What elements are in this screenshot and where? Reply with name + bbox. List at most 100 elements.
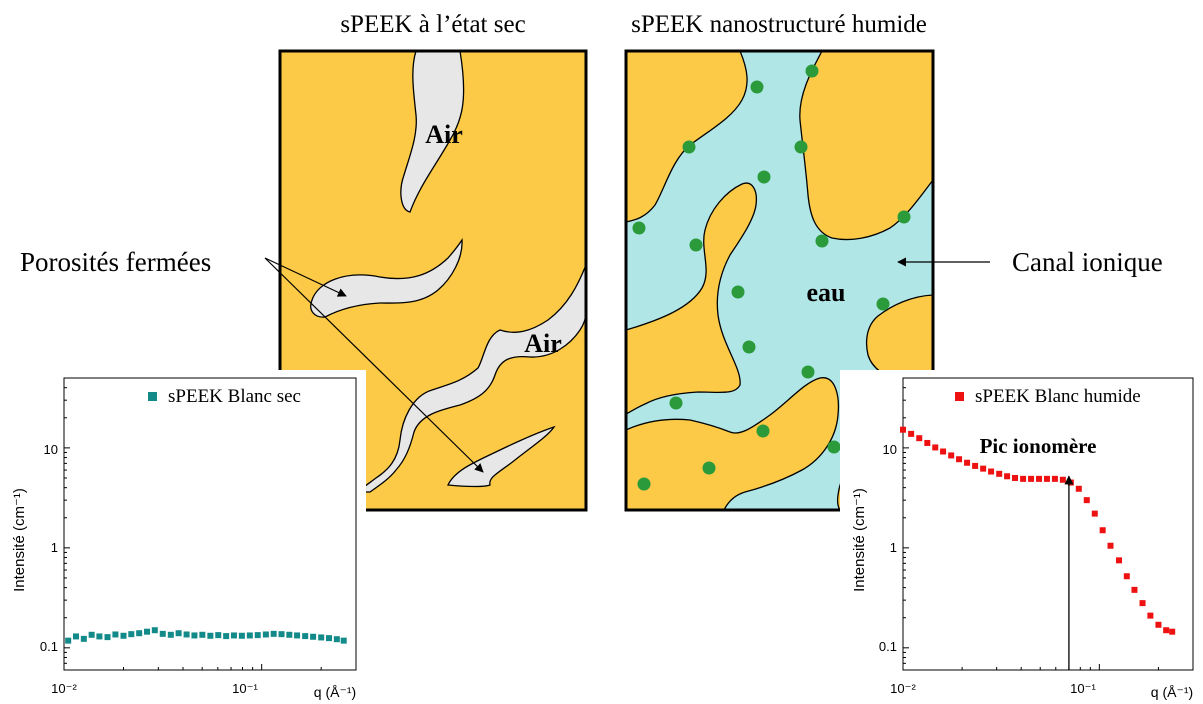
ion-dot (801, 365, 815, 379)
chart-dry-y-tick-3: 10 (44, 442, 58, 457)
wet-panel-border (624, 49, 935, 512)
chart-wet-data-point (996, 470, 1003, 477)
wet-title: sPEEK nanostructuré humide (631, 11, 927, 38)
chart-wet-data-point (1075, 485, 1082, 492)
ion-dot (731, 285, 745, 299)
closed-pores-arrow-2 (264, 257, 484, 473)
chart-wet-data-point (980, 465, 987, 472)
chart-wet-data-point (1059, 476, 1066, 483)
dry-title: sPEEK à l’état sec (340, 11, 525, 38)
chart-dry: 10⁻² 10⁻¹ 0.1 1 10 q (Å⁻¹) Intensité (cm… (0, 370, 366, 704)
chart-wet-data-point (1012, 474, 1019, 481)
chart-wet-data-point (1116, 557, 1123, 564)
chart-dry-data-point (112, 631, 119, 638)
ion-dots (632, 64, 911, 491)
chart-wet-x-tick-1: 10⁻² (890, 681, 916, 696)
chart-wet-data-point (1139, 600, 1146, 607)
ion-dot (669, 396, 683, 410)
ion-dot (756, 424, 770, 438)
chart-wet-x-tick-2: 10⁻¹ (1070, 681, 1096, 696)
chart-wet-data-point (1028, 475, 1035, 482)
chart-dry-data-point (278, 631, 285, 638)
chart-wet-data-point (1091, 510, 1098, 517)
chart-wet-y-tick-3: 10 (883, 442, 897, 457)
chart-dry-data-point (199, 631, 206, 638)
chart-dry-plot-frame (63, 377, 357, 671)
chart-dry-data-point (333, 636, 340, 643)
chart-dry-data-point (88, 631, 95, 638)
chart-wet-data-point (1123, 573, 1130, 580)
chart-wet-data-point (908, 430, 915, 437)
polymer-domain-bottom-left (625, 377, 840, 511)
ion-dot (702, 461, 716, 475)
chart-dry-xlabel: q (Å⁻¹) (314, 684, 356, 700)
dry-panel-border (278, 49, 588, 512)
chart-wet-data-point (964, 459, 971, 466)
chart-dry-data-point (207, 632, 214, 639)
chart-wet-data-point (972, 462, 979, 469)
air-label-top: Air (425, 120, 463, 149)
air-label-bottom: Air (524, 329, 562, 358)
chart-dry-data-point (65, 637, 72, 644)
chart-dry-data-point (254, 632, 261, 639)
ion-dot (682, 140, 696, 154)
air-channel-top (400, 50, 465, 213)
chart-dry-data-point (310, 633, 317, 640)
chart-dry-points (65, 627, 347, 644)
chart-wet-legend-marker (955, 392, 964, 401)
chart-wet-plot-frame (902, 377, 1194, 671)
chart-wet-data-point (924, 439, 931, 446)
chart-wet: Pic ionomère 10⁻² 10⁻¹ 0.1 1 10 q (Å⁻¹) … (840, 370, 1203, 704)
chart-dry-data-point (151, 627, 158, 634)
polymer-domain-middle (625, 182, 758, 416)
chart-wet-xlabel: q (Å⁻¹) (1151, 684, 1193, 700)
chart-dry-x-tick-1: 10⁻² (51, 681, 77, 696)
chart-dry-data-point (302, 633, 309, 640)
ion-dot (897, 210, 911, 224)
ion-dot (876, 297, 890, 311)
chart-wet-data-point (1083, 497, 1090, 504)
ionomer-peak-label: Pic ionomère (980, 434, 1097, 458)
chart-dry-legend-marker (148, 392, 157, 401)
chart-wet-data-point (1004, 473, 1011, 480)
chart-dry-data-point (120, 632, 127, 639)
closed-pores-label: Porosités fermées (20, 247, 211, 277)
chart-dry-data-point (294, 632, 301, 639)
wet-panel: eau (624, 49, 935, 512)
chart-wet-data-point (1131, 586, 1138, 593)
chart-dry-data-point (167, 631, 174, 638)
ion-dot (637, 477, 651, 491)
chart-dry-data-point (159, 630, 166, 637)
ion-dot (632, 221, 646, 235)
chart-dry-legend-label: sPEEK Blanc sec (168, 386, 301, 407)
chart-dry-data-point (144, 628, 151, 635)
chart-wet-legend-label: sPEEK Blanc humide (975, 386, 1141, 407)
chart-wet-data-point (1099, 527, 1106, 534)
chart-wet-y-tick-2: 1 (890, 540, 897, 555)
chart-wet-data-point (948, 452, 955, 459)
ion-dot (794, 140, 808, 154)
chart-wet-data-point (1020, 475, 1027, 482)
chart-dry-data-point (104, 634, 111, 641)
chart-dry-y-tick-2: 1 (51, 540, 58, 555)
ionic-channel-label: Canal ionique (1012, 247, 1163, 277)
chart-dry-background (0, 370, 366, 704)
chart-wet-data-point (916, 435, 923, 442)
chart-dry-data-point (318, 634, 325, 641)
chart-dry-data-point (175, 630, 182, 637)
chart-wet-data-point (1036, 475, 1043, 482)
chart-wet-data-point (1163, 627, 1170, 634)
closed-pore-middle (310, 238, 463, 318)
chart-wet-data-point (900, 426, 906, 433)
ion-dot (750, 80, 764, 94)
chart-dry-data-point (325, 635, 332, 642)
chart-dry-x-tick-2: 10⁻¹ (232, 681, 258, 696)
chart-dry-data-point (136, 630, 143, 637)
chart-wet-y-tick-1: 0.1 (879, 639, 897, 654)
chart-dry-data-point (128, 631, 135, 638)
chart-dry-data-point (230, 632, 237, 639)
chart-dry-y-tick-1: 0.1 (40, 639, 58, 654)
chart-wet-data-point (956, 456, 963, 463)
chart-dry-data-point (340, 637, 347, 644)
